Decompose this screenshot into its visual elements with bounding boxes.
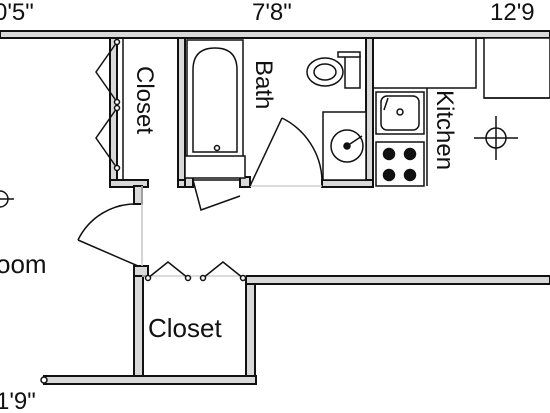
ceiling-light-icon: [474, 116, 518, 160]
sink-icon: [375, 91, 425, 135]
wall-post: [133, 185, 143, 205]
toilet-icon: [306, 51, 361, 89]
room-label-bath: Bath: [250, 60, 277, 109]
wall-closet-upper-bottom: [109, 179, 149, 188]
room-label-kitchen: Kitchen: [431, 90, 458, 170]
dimension-bottom-left: 1'9": [0, 388, 36, 413]
wall-kitchen-bottom: [321, 179, 374, 188]
stove-icon: [375, 141, 425, 187]
room-label-closet-lower: Closet: [148, 313, 222, 343]
closet-upper-bifold-doors: [95, 38, 124, 180]
wall-closet-lower-left: [133, 265, 144, 385]
ceiling-light-icon-left: [0, 190, 14, 208]
dimension-top-middle: 7'8": [252, 0, 292, 26]
wall-closet-bath: [177, 37, 186, 187]
room-label-closet-upper: Closet: [131, 66, 158, 134]
door-swing-icon: [77, 203, 139, 267]
bath-door-swing: [249, 117, 323, 187]
refrigerator-icon: [483, 37, 550, 99]
thresholds: [141, 185, 322, 277]
wall-closet-lower-top-left: [133, 265, 149, 277]
bath-sink-icon: [322, 111, 367, 181]
kitchen-counter: [372, 38, 477, 186]
closet-lower-bifold-doors: [144, 261, 247, 282]
wall-bath-kitchen: [365, 37, 374, 187]
wall-closet-lower-right: [245, 275, 256, 385]
linen-door: [192, 179, 241, 211]
wall-corridor: [245, 275, 550, 285]
dimension-top-right: 12'9: [490, 0, 535, 26]
dimension-top-left: 0'5": [0, 0, 34, 26]
wall-top: [0, 30, 550, 39]
bathtub-icon: [184, 39, 246, 179]
room-label-partial: oom: [0, 249, 47, 279]
wall-end-marker: [40, 376, 48, 384]
wall-bottom: [43, 375, 257, 385]
